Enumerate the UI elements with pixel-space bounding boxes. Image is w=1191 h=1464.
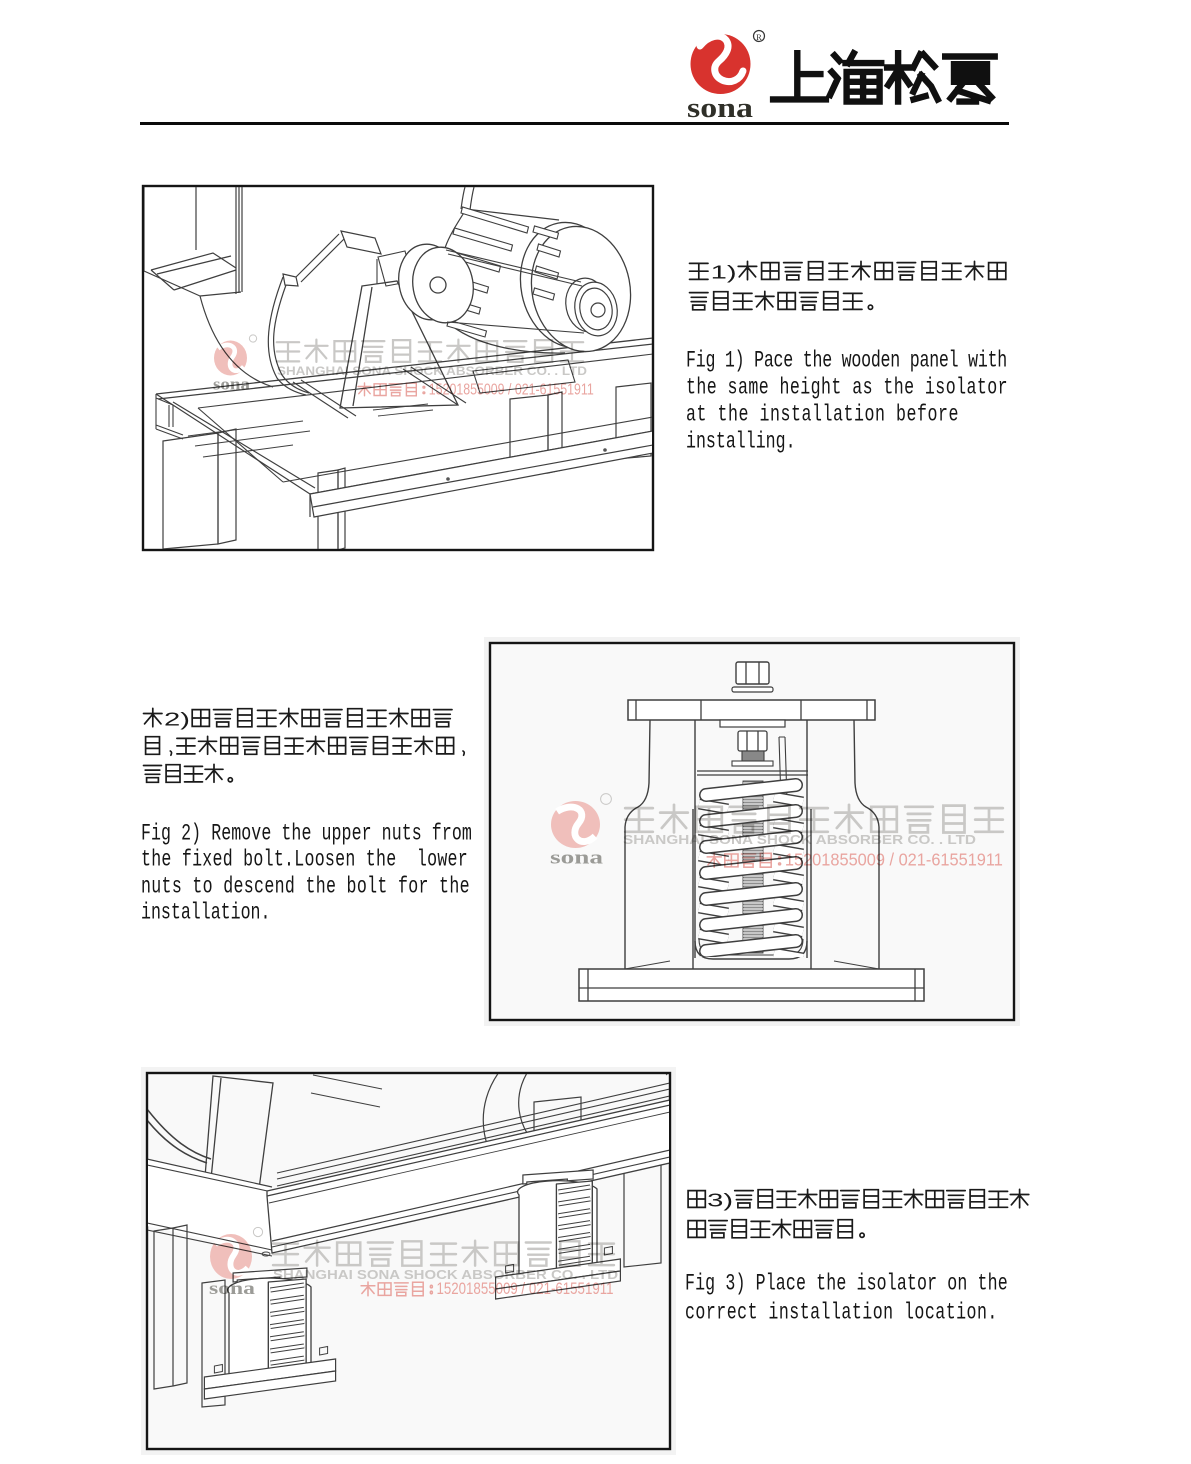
svg-text:SHANGHAI SONA SHOCK ABSORBER C: SHANGHAI SONA SHOCK ABSORBER CO. . LTD	[273, 1268, 618, 1282]
svg-text:15201855009 / 021-61551911: 15201855009 / 021-61551911	[429, 381, 594, 398]
svg-text:2): 2)	[164, 709, 190, 730]
svg-text:3): 3)	[707, 1190, 733, 1211]
svg-text:15201855009 / 021-61551911: 15201855009 / 021-61551911	[785, 850, 1003, 870]
svg-text:15201855009 / 021-61551911: 15201855009 / 021-61551911	[437, 1279, 614, 1298]
svg-text:sona: sona	[213, 374, 251, 393]
svg-text:sona: sona	[209, 1278, 255, 1298]
svg-text:SHANGHAI SONA SHOCK ABSORBER C: SHANGHAI SONA SHOCK ABSORBER CO. . LTD	[277, 366, 587, 378]
svg-text:1): 1)	[711, 262, 737, 283]
svg-text:R: R	[756, 32, 762, 42]
svg-text:sona: sona	[687, 93, 753, 124]
svg-text:sona: sona	[550, 848, 604, 869]
svg-text:SHANGHAI SONA SHOCK ABSORBER C: SHANGHAI SONA SHOCK ABSORBER CO. . LTD	[623, 832, 976, 847]
